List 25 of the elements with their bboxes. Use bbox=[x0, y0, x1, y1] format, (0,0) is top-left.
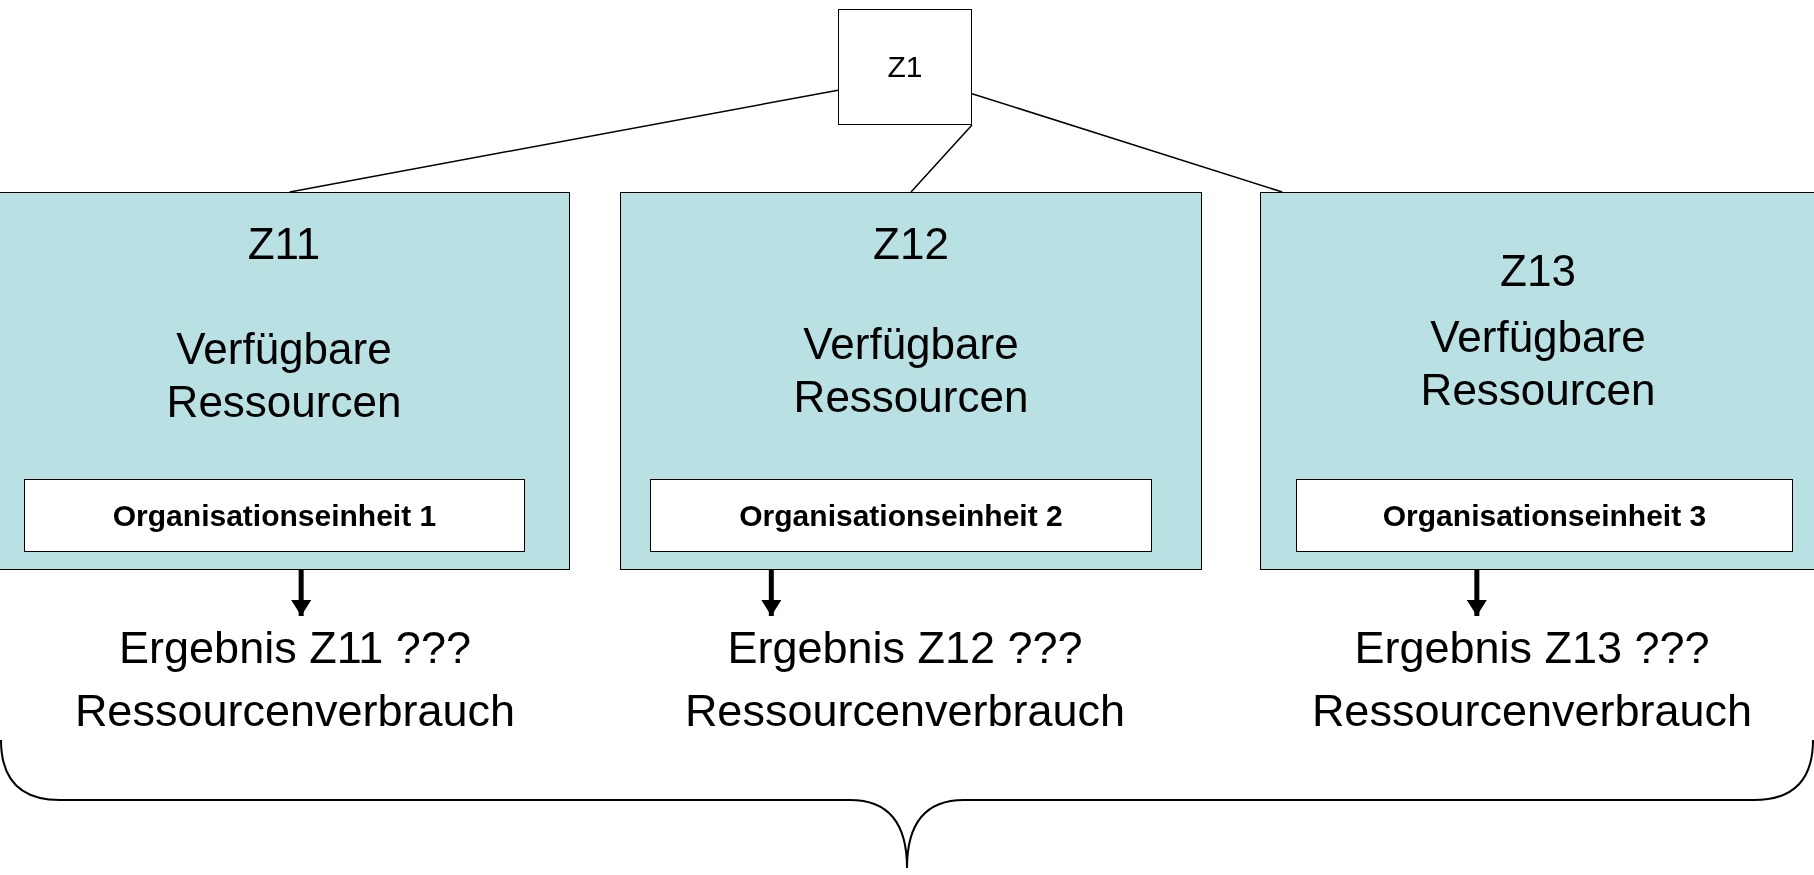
label-box: Organisationseinheit 2 bbox=[650, 479, 1152, 552]
result-text: Ergebnis Z12 ??? bbox=[727, 621, 1083, 675]
goal-label: Z11 bbox=[247, 218, 321, 270]
label-box: Organisationseinheit 1 bbox=[24, 479, 525, 552]
process-box: Z1 bbox=[838, 9, 972, 125]
consumption-text: Ressourcenverbrauch bbox=[1311, 684, 1753, 738]
process-box bbox=[0, 192, 570, 570]
process-box bbox=[1260, 192, 1814, 570]
connector-line bbox=[288, 89, 839, 193]
process-box bbox=[620, 192, 1202, 570]
connector-line bbox=[971, 92, 1283, 193]
resource-text: Verfügbare Ressourcen bbox=[165, 323, 403, 428]
goal-label: Z13 bbox=[1500, 245, 1576, 297]
resource-text: Verfügbare Ressourcen bbox=[792, 318, 1030, 423]
arrow bbox=[761, 570, 782, 616]
result-text: Ergebnis Z11 ??? bbox=[119, 621, 471, 675]
consumption-text: Ressourcenverbrauch bbox=[74, 684, 516, 738]
connector-line bbox=[910, 124, 973, 193]
arrow bbox=[1466, 570, 1487, 616]
arrow bbox=[291, 570, 312, 616]
resource-text: Verfügbare Ressourcen bbox=[1419, 311, 1657, 416]
goal-label: Z12 bbox=[873, 218, 949, 270]
consumption-text: Ressourcenverbrauch bbox=[684, 684, 1126, 738]
result-text: Ergebnis Z13 ??? bbox=[1354, 621, 1710, 675]
label-box: Organisationseinheit 3 bbox=[1296, 479, 1793, 552]
